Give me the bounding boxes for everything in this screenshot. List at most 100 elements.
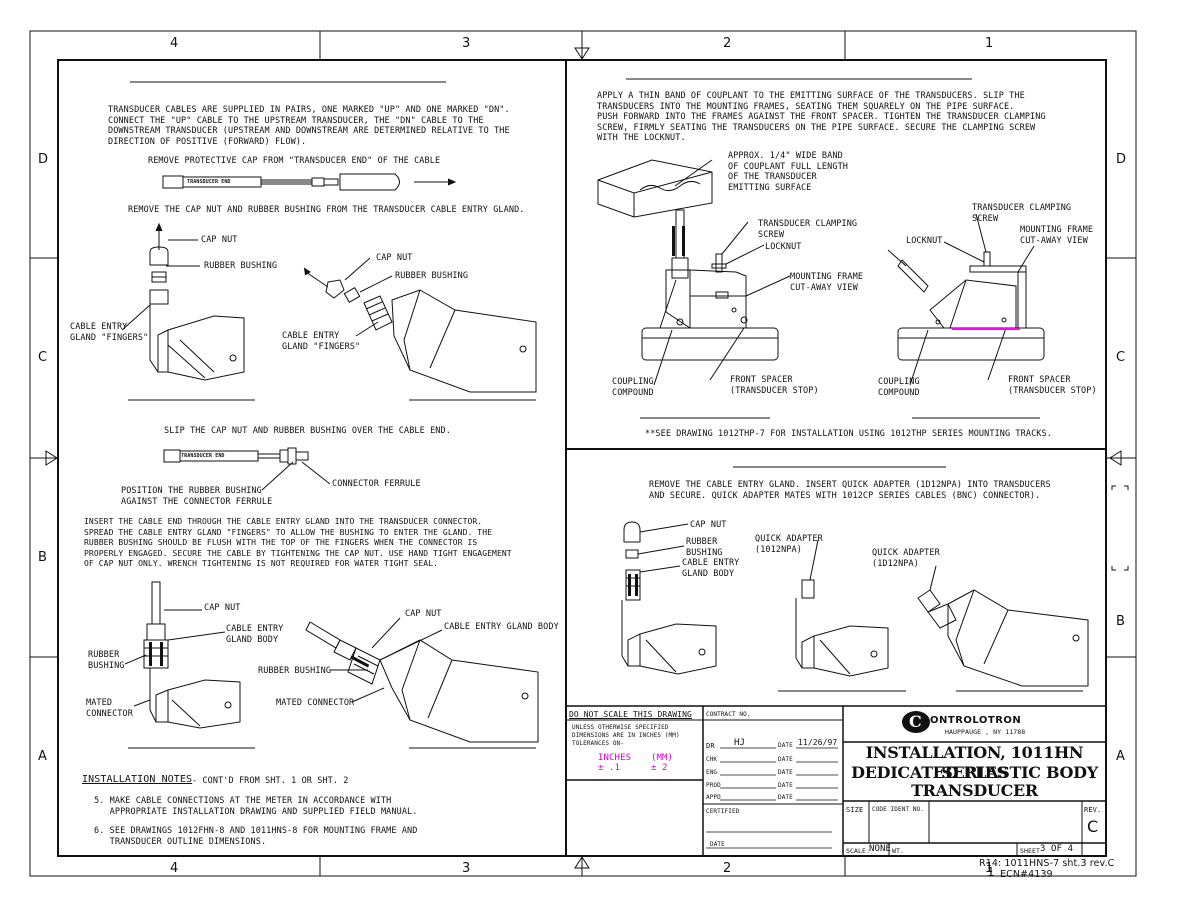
zone-top-2: 2 (723, 36, 732, 51)
scale-value: NONE (869, 844, 892, 854)
size-label: SIZE (846, 806, 864, 814)
cap-nut-label-2: CAP NUT (376, 253, 413, 263)
mounting-frame-label-2: MOUNTING FRAME CUT-AWAY VIEW (1020, 225, 1094, 246)
cable-entry-fingers-label: CABLE ENTRY GLAND "FINGERS" (70, 322, 149, 343)
contract-no-label: CONTRACT NO. (706, 711, 751, 718)
cable-entry-fingers-label-2: CABLE ENTRY GLAND "FINGERS" (282, 331, 361, 352)
quick-adapter-label-2: QUICK ADAPTER (1D12NPA) (872, 548, 940, 569)
inches-tolerance: ± .1 (598, 763, 621, 773)
certified-label: CERTIFIED (706, 808, 740, 815)
chk-date-label: DATE (778, 756, 793, 763)
clamping-screw-label: TRANSDUCER CLAMPING SCREW (758, 219, 858, 240)
front-spacer-label: FRONT SPACER (TRANSDUCER STOP) (730, 375, 819, 396)
cap-nut-label-3: CAP NUT (204, 603, 241, 613)
quick-adapter-instructions: REMOVE THE CABLE ENTRY GLAND. INSERT QUI… (649, 480, 1051, 501)
tolerances-note: UNLESS OTHERWISE SPECIFIED DIMENSIONS AR… (572, 724, 680, 747)
locknut-label-2: LOCKNUT (906, 236, 943, 246)
zone-left-a: A (38, 749, 47, 764)
gland-body-label-2: CABLE ENTRY GLAND BODY (444, 622, 559, 632)
rubber-bushing-label-5: RUBBER BUSHING (686, 537, 723, 558)
coupling-compound-label: COUPLING COMPOUND (612, 377, 654, 398)
zone-bottom-1: 1 (985, 861, 994, 876)
cable-tag-2: TRANSDUCER END (181, 453, 225, 459)
drawing-title-line1: INSTALLATION, 1011HN SERIES (865, 743, 1084, 782)
cable-tag: TRANSDUCER END (187, 179, 231, 185)
coupling-compound-label-2: COUPLING COMPOUND (878, 377, 920, 398)
dr-date-value: 11/26/97 (798, 738, 838, 747)
sheet-value: 3 OF 4 (1040, 844, 1074, 854)
quick-adapter-label-1: QUICK ADAPTER (1012NPA) (755, 534, 823, 555)
weight-label: WT. (892, 847, 905, 855)
cable-pairs-instructions: TRANSDUCER CABLES ARE SUPPLIED IN PAIRS,… (108, 105, 510, 147)
do-not-scale-label: DO NOT SCALE THIS DRAWING (569, 710, 692, 719)
company-address: HAUPPAUGE , NY 11788 (945, 728, 1026, 736)
rubber-bushing-label-4: RUBBER BUSHING (258, 666, 332, 676)
rubber-bushing-label-3: RUBBER BUSHING (88, 650, 125, 671)
zone-bottom-4: 4 (170, 861, 179, 876)
rubber-bushing-label-2: RUBBER BUSHING (395, 271, 469, 281)
see-drawing-note: **SEE DRAWING 1012THP-7 FOR INSTALLATION… (645, 429, 1052, 439)
gland-body-label: CABLE ENTRY GLAND BODY (226, 624, 284, 645)
notes-continued: - CONT'D FROM SHT. 1 OR SHT. 2 (192, 776, 349, 786)
appd-label: APPD (706, 794, 721, 801)
zone-right-a: A (1116, 749, 1125, 764)
remove-cap-step: REMOVE PROTECTIVE CAP FROM "TRANSDUCER E… (148, 156, 441, 166)
couplant-band-note: APPROX. 1/4" WIDE BAND OF COUPLANT FULL … (728, 151, 849, 193)
front-spacer-label-2: FRONT SPACER (TRANSDUCER STOP) (1008, 375, 1097, 396)
slip-cap-nut-step: SLIP THE CAP NUT AND RUBBER BUSHING OVER… (164, 426, 451, 436)
code-ident-label: CODE IDENT NO. (872, 806, 924, 813)
zone-top-3: 3 (462, 36, 471, 51)
clamping-screw-label-2: TRANSDUCER CLAMPING SCREW (972, 203, 1072, 224)
dr-label: DR (706, 742, 715, 750)
cap-nut-label: CAP NUT (201, 235, 238, 245)
mated-connector-label: MATED CONNECTOR (86, 698, 133, 719)
inches-label: INCHES (598, 753, 632, 763)
zone-right-b: B (1116, 614, 1125, 629)
installation-notes-heading: INSTALLATION NOTES (82, 774, 193, 785)
note-5: 5. MAKE CABLE CONNECTIONS AT THE METER I… (94, 796, 418, 817)
zone-right-c: C (1116, 350, 1126, 365)
cert-date-label: DATE (710, 841, 725, 848)
locknut-label: LOCKNUT (765, 242, 802, 252)
prod-date-label: DATE (778, 782, 793, 789)
sheet-label: SHEET (1020, 847, 1041, 855)
cap-nut-label-4: CAP NUT (405, 609, 442, 619)
couplant-instructions: APPLY A THIN BAND OF COUPLANT TO THE EMI… (597, 91, 1046, 143)
zone-right-d: D (1116, 152, 1127, 167)
company-initial: C (909, 712, 922, 731)
position-bushing-note: POSITION THE RUBBER BUSHING AGAINST THE … (121, 486, 273, 507)
remove-cap-nut-step: REMOVE THE CAP NUT AND RUBBER BUSHING FR… (128, 205, 525, 215)
cap-nut-label-5: CAP NUT (690, 520, 727, 530)
dr-value: HJ (734, 738, 746, 748)
appd-date-label: DATE (778, 794, 793, 801)
zone-top-4: 4 (170, 36, 179, 51)
dr-date-label: DATE (778, 742, 793, 749)
company-name: ONTROLOTRON (930, 715, 1022, 726)
controlotron-logo-icon (902, 711, 930, 733)
drawing-title-line3: TRANSDUCER (911, 781, 1038, 800)
zone-left-d: D (38, 152, 49, 167)
note-6: 6. SEE DRAWINGS 1012FHN-8 AND 1011HNS-8 … (94, 826, 418, 847)
insert-cable-instructions: INSERT THE CABLE END THROUGH THE CABLE E… (84, 517, 512, 568)
zone-left-b: B (38, 550, 47, 565)
mounting-frame-label: MOUNTING FRAME CUT-AWAY VIEW (790, 272, 864, 293)
rev-label: REV. (1084, 806, 1102, 814)
rubber-bushing-label: RUBBER BUSHING (204, 261, 278, 271)
connector-ferrule-label: CONNECTOR FERRULE (332, 479, 421, 489)
rev-value: C (1087, 817, 1099, 836)
ecn-number: ECN#4139 (1000, 869, 1053, 880)
zone-bottom-2: 2 (723, 861, 732, 876)
prod-label: PROD (706, 782, 721, 789)
mm-label: (MM) (651, 753, 674, 763)
zone-bottom-3: 3 (462, 861, 471, 876)
gland-body-label-3: CABLE ENTRY GLAND BODY (682, 558, 740, 579)
zone-top-1: 1 (985, 36, 994, 51)
ecn-prefix: 1 (987, 865, 995, 879)
mm-tolerance: ± 2 (651, 763, 668, 773)
